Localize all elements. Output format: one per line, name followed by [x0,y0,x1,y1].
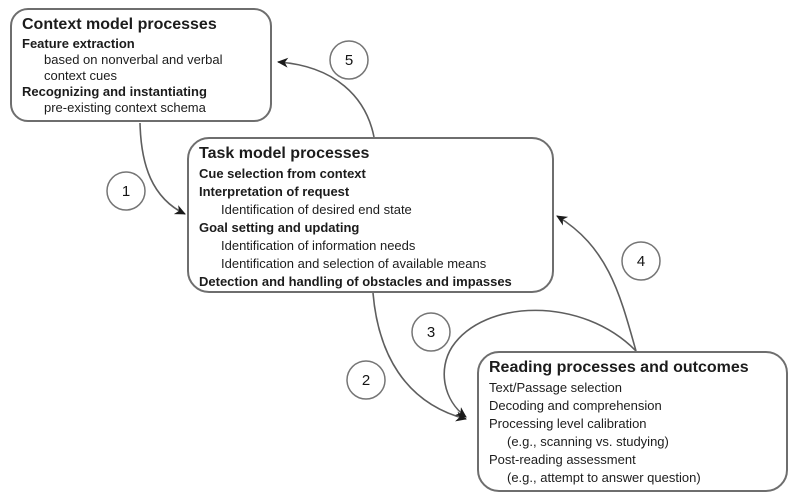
badge-circle-3 [411,312,451,352]
task-model-item: Identification and selection of availabl… [221,256,487,271]
reading-processes-title: Reading processes and outcomes [489,359,749,376]
context-model-title: Context model processes [22,16,217,33]
step-badge-1: 1 [106,171,146,211]
context-model-item: based on nonverbal and verbal [44,52,223,67]
badge-label-5: 5 [345,52,353,69]
context-model-box: Context model processes Feature extracti… [10,8,272,122]
task-model-title: Task model processes [199,145,370,162]
badge-circle-4 [621,241,661,281]
task-model-item: Goal setting and updating [199,220,360,235]
task-model-item: Identification of information needs [221,238,416,253]
context-model-item: pre-existing context schema [44,100,206,115]
badge-label-1: 1 [122,183,130,200]
reading-processes-box: Reading processes and outcomes Text/Pass… [477,351,788,492]
badge-label-2: 2 [362,372,370,389]
task-model-item: Detection and handling of obstacles and … [199,274,512,289]
task-model-item: Interpretation of request [199,184,350,199]
reading-processes-item: Processing level calibration [489,416,647,431]
step-badge-2: 2 [346,360,386,400]
reading-processes-item: Decoding and comprehension [489,398,662,413]
badge-circle-1 [106,171,146,211]
step-badge-5: 5 [329,40,369,80]
reading-processes-item: (e.g., attempt to answer question) [507,470,701,485]
arrow-context-to-task [139,122,186,215]
badge-circle-2 [346,360,386,400]
task-model-box: Task model processes Cue selection from … [187,137,554,293]
arrow-reading-self-loop [443,309,637,418]
arrow-reading-to-task [556,215,637,352]
step-badge-3: 3 [411,312,451,352]
context-model-item: Recognizing and instantiating [22,84,207,99]
badge-label-3: 3 [427,324,435,341]
task-model-item: Identification of desired end state [221,202,412,217]
task-model-item: Cue selection from context [199,166,366,181]
arrow-task-to-context [277,57,375,138]
badge-label-4: 4 [637,253,645,270]
arrow-task-to-reading [372,292,467,422]
context-model-item: context cues [44,68,117,83]
reading-processes-item: Post-reading assessment [489,452,636,467]
badge-circle-5 [329,40,369,80]
reading-processes-item: Text/Passage selection [489,380,622,395]
context-model-item: Feature extraction [22,36,135,51]
step-badge-4: 4 [621,241,661,281]
reading-processes-item: (e.g., scanning vs. studying) [507,434,669,449]
